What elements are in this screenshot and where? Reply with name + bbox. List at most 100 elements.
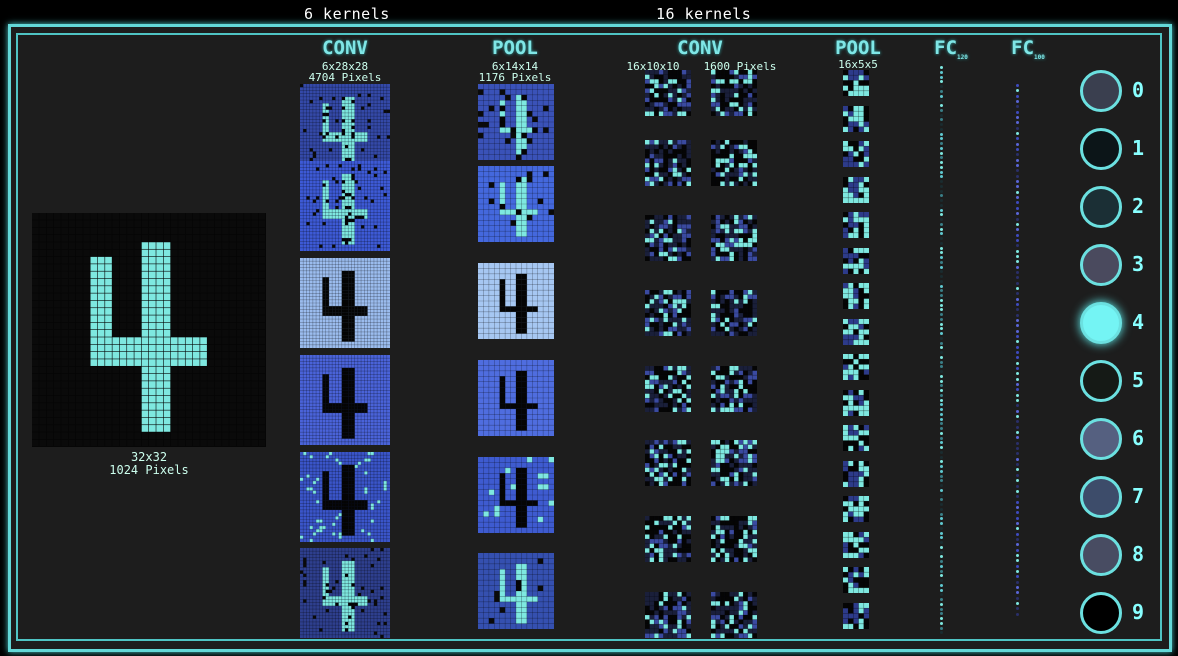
fc2-neuron-36 xyxy=(1016,270,1019,274)
fc2-neuron-46 xyxy=(1016,324,1019,328)
fc1-title: FC120 xyxy=(934,37,968,61)
fc2-neuron-29 xyxy=(1016,233,1019,237)
output-node-8 xyxy=(1080,534,1122,576)
fc1-neuron-110 xyxy=(940,583,943,587)
fc1-neuron-68 xyxy=(940,384,943,388)
fc1-neuron-82 xyxy=(940,450,943,454)
pool2-size: 16x5x5 xyxy=(838,58,878,71)
fc1-neuron-62 xyxy=(940,355,943,359)
conv1-map-5 xyxy=(300,452,390,542)
fc2-neuron-53 xyxy=(1016,361,1019,365)
fc2-neuron-80 xyxy=(1016,505,1019,509)
conv1-map-3 xyxy=(300,258,390,348)
fc2-neuron-56 xyxy=(1016,377,1019,381)
fc2-neuron-12 xyxy=(1016,142,1019,146)
fc2-neuron-90 xyxy=(1016,559,1019,563)
fc2-neuron-39 xyxy=(1016,286,1019,290)
conv2-map-3 xyxy=(645,140,691,186)
fc1-neuron-6 xyxy=(940,89,943,93)
fc1-neuron-98 xyxy=(940,526,943,530)
output-label-9: 9 xyxy=(1132,600,1145,624)
pool1-map-5 xyxy=(478,457,554,533)
fc1-neuron-42 xyxy=(940,260,943,264)
fc1-neuron-36 xyxy=(940,232,943,236)
fc1-neuron-47 xyxy=(940,284,943,288)
fc2-neuron-88 xyxy=(1016,548,1019,552)
fc1-neuron-18 xyxy=(940,146,943,150)
fc2-neuron-55 xyxy=(1016,372,1019,376)
fc2-neuron-48 xyxy=(1016,334,1019,338)
fc1-neuron-34 xyxy=(940,222,943,226)
fc2-neuron-65 xyxy=(1016,425,1019,429)
fc1-neuron-35 xyxy=(940,227,943,231)
fc2-neuron-75 xyxy=(1016,479,1019,483)
fc2-neuron-7 xyxy=(1016,116,1019,120)
fc1-neuron-26 xyxy=(940,184,943,188)
fc1-neuron-115 xyxy=(940,607,943,611)
fc1-neuron-76 xyxy=(940,422,943,426)
conv2-title: CONV xyxy=(677,37,723,59)
pool2-map-1 xyxy=(843,70,869,96)
fc1-neuron-13 xyxy=(940,123,943,126)
fc2-neuron-72 xyxy=(1016,463,1019,467)
fc2-neuron-35 xyxy=(1016,265,1019,269)
fc2-neuron-42 xyxy=(1016,302,1019,306)
fc1-neuron-118 xyxy=(940,621,943,625)
fc2-neuron-62 xyxy=(1016,409,1019,413)
fc2-neuron-60 xyxy=(1016,399,1019,403)
fc2-neuron-89 xyxy=(1016,553,1019,557)
fc1-neuron-4 xyxy=(940,80,943,84)
fc1-neuron-87 xyxy=(940,474,943,478)
fc1-neuron-100 xyxy=(940,536,943,540)
fc1-neuron-113 xyxy=(940,598,943,601)
conv2-map-15 xyxy=(645,592,691,638)
conv2-kernels-label: 16 kernels xyxy=(656,5,752,23)
fc1-neuron-56 xyxy=(940,327,943,331)
fc2-neuron-28 xyxy=(1016,228,1019,232)
fc2-neuron-93 xyxy=(1016,575,1019,579)
output-label-1: 1 xyxy=(1132,136,1145,160)
fc2-neuron-94 xyxy=(1016,580,1019,584)
pool1-pixels: 1176 Pixels xyxy=(478,71,552,84)
fc2-neuron-91 xyxy=(1016,564,1019,568)
conv1-title: CONV xyxy=(322,37,368,59)
fc2-neuron-79 xyxy=(1016,500,1019,504)
pool2-map-13 xyxy=(843,496,869,522)
fc2-neuron-26 xyxy=(1016,217,1019,221)
fc2-neuron-81 xyxy=(1016,511,1019,515)
fc1-neuron-106 xyxy=(940,564,943,568)
fc2-neuron-27 xyxy=(1016,222,1019,226)
fc2-neuron-57 xyxy=(1016,383,1019,387)
fc2-neuron-14 xyxy=(1016,153,1019,157)
fc2-neuron-17 xyxy=(1016,169,1019,173)
conv2-map-8 xyxy=(711,290,757,336)
conv2-map-12 xyxy=(711,440,757,486)
fc2-neuron-58 xyxy=(1016,388,1019,392)
fc2-neuron-86 xyxy=(1016,537,1019,541)
input-pixels-label: 1024 Pixels xyxy=(109,463,189,477)
fc2-neuron-63 xyxy=(1016,415,1019,419)
fc2-neuron-96 xyxy=(1016,591,1019,595)
fc1-neuron-27 xyxy=(940,189,943,193)
conv2-map-14 xyxy=(711,516,757,562)
fc1-neuron-83 xyxy=(940,455,943,459)
fc2-neuron-51 xyxy=(1016,351,1019,354)
pool1-map-4 xyxy=(478,360,554,436)
output-label-4: 4 xyxy=(1132,310,1145,334)
fc1-neuron-11 xyxy=(940,113,943,117)
pool2-map-3 xyxy=(843,141,869,167)
conv2-map-7 xyxy=(645,290,691,336)
conv2-map-4 xyxy=(711,140,757,186)
fc1-neuron-97 xyxy=(940,522,943,525)
conv2-map-1 xyxy=(645,70,691,116)
fc2-neuron-82 xyxy=(1016,516,1019,520)
fc2-neuron-85 xyxy=(1016,532,1019,536)
fc2-neuron-83 xyxy=(1016,521,1019,525)
fc1-neuron-78 xyxy=(940,431,943,435)
fc1-neuron-55 xyxy=(940,322,943,326)
fc1-neuron-66 xyxy=(940,374,943,378)
fc1-neuron-84 xyxy=(940,460,943,464)
fc1-neuron-69 xyxy=(940,389,943,392)
fc2-neuron-76 xyxy=(1016,484,1019,488)
